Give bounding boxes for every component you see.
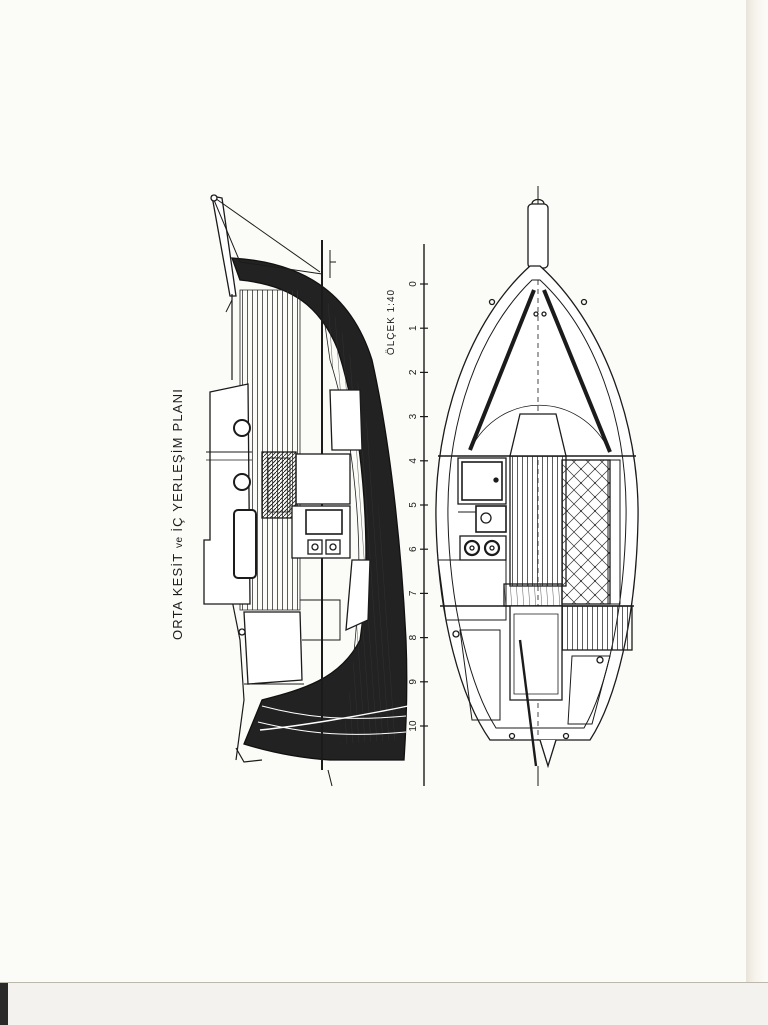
- scale-bar: 0 1 2 3 4 5 6 7 8 9 10 ÖLÇEK 1:40: [385, 244, 428, 786]
- scale-tick-label: 8: [408, 634, 419, 640]
- quilted-berth: [561, 459, 611, 605]
- scale-tick-label: 2: [408, 369, 419, 375]
- plan-view: [435, 186, 639, 786]
- cabin-sole: [509, 455, 567, 587]
- scale-tick-label: 4: [408, 458, 419, 464]
- scale-tick-label: 7: [408, 590, 419, 596]
- scale-tick-label: 3: [408, 413, 419, 419]
- porthole-2: [233, 473, 251, 491]
- scale-tick-label: 5: [408, 502, 419, 508]
- scale-tick-label: 9: [408, 679, 419, 685]
- companionway: [233, 509, 257, 579]
- side-section: [203, 194, 409, 787]
- scale-tick-label: 0: [408, 281, 419, 287]
- scale-tick-label: 10: [408, 720, 419, 732]
- background-strip: [0, 982, 768, 1025]
- page-edge: [746, 0, 768, 982]
- scale-ticks: 0 1 2 3 4 5 6 7 8 9 10: [408, 281, 428, 732]
- porthole-1: [233, 419, 251, 437]
- scale-tick-label: 1: [408, 325, 419, 331]
- scale-label: ÖLÇEK 1:40: [385, 289, 397, 355]
- scale-tick-label: 6: [408, 546, 419, 552]
- bowsprit: [527, 203, 549, 269]
